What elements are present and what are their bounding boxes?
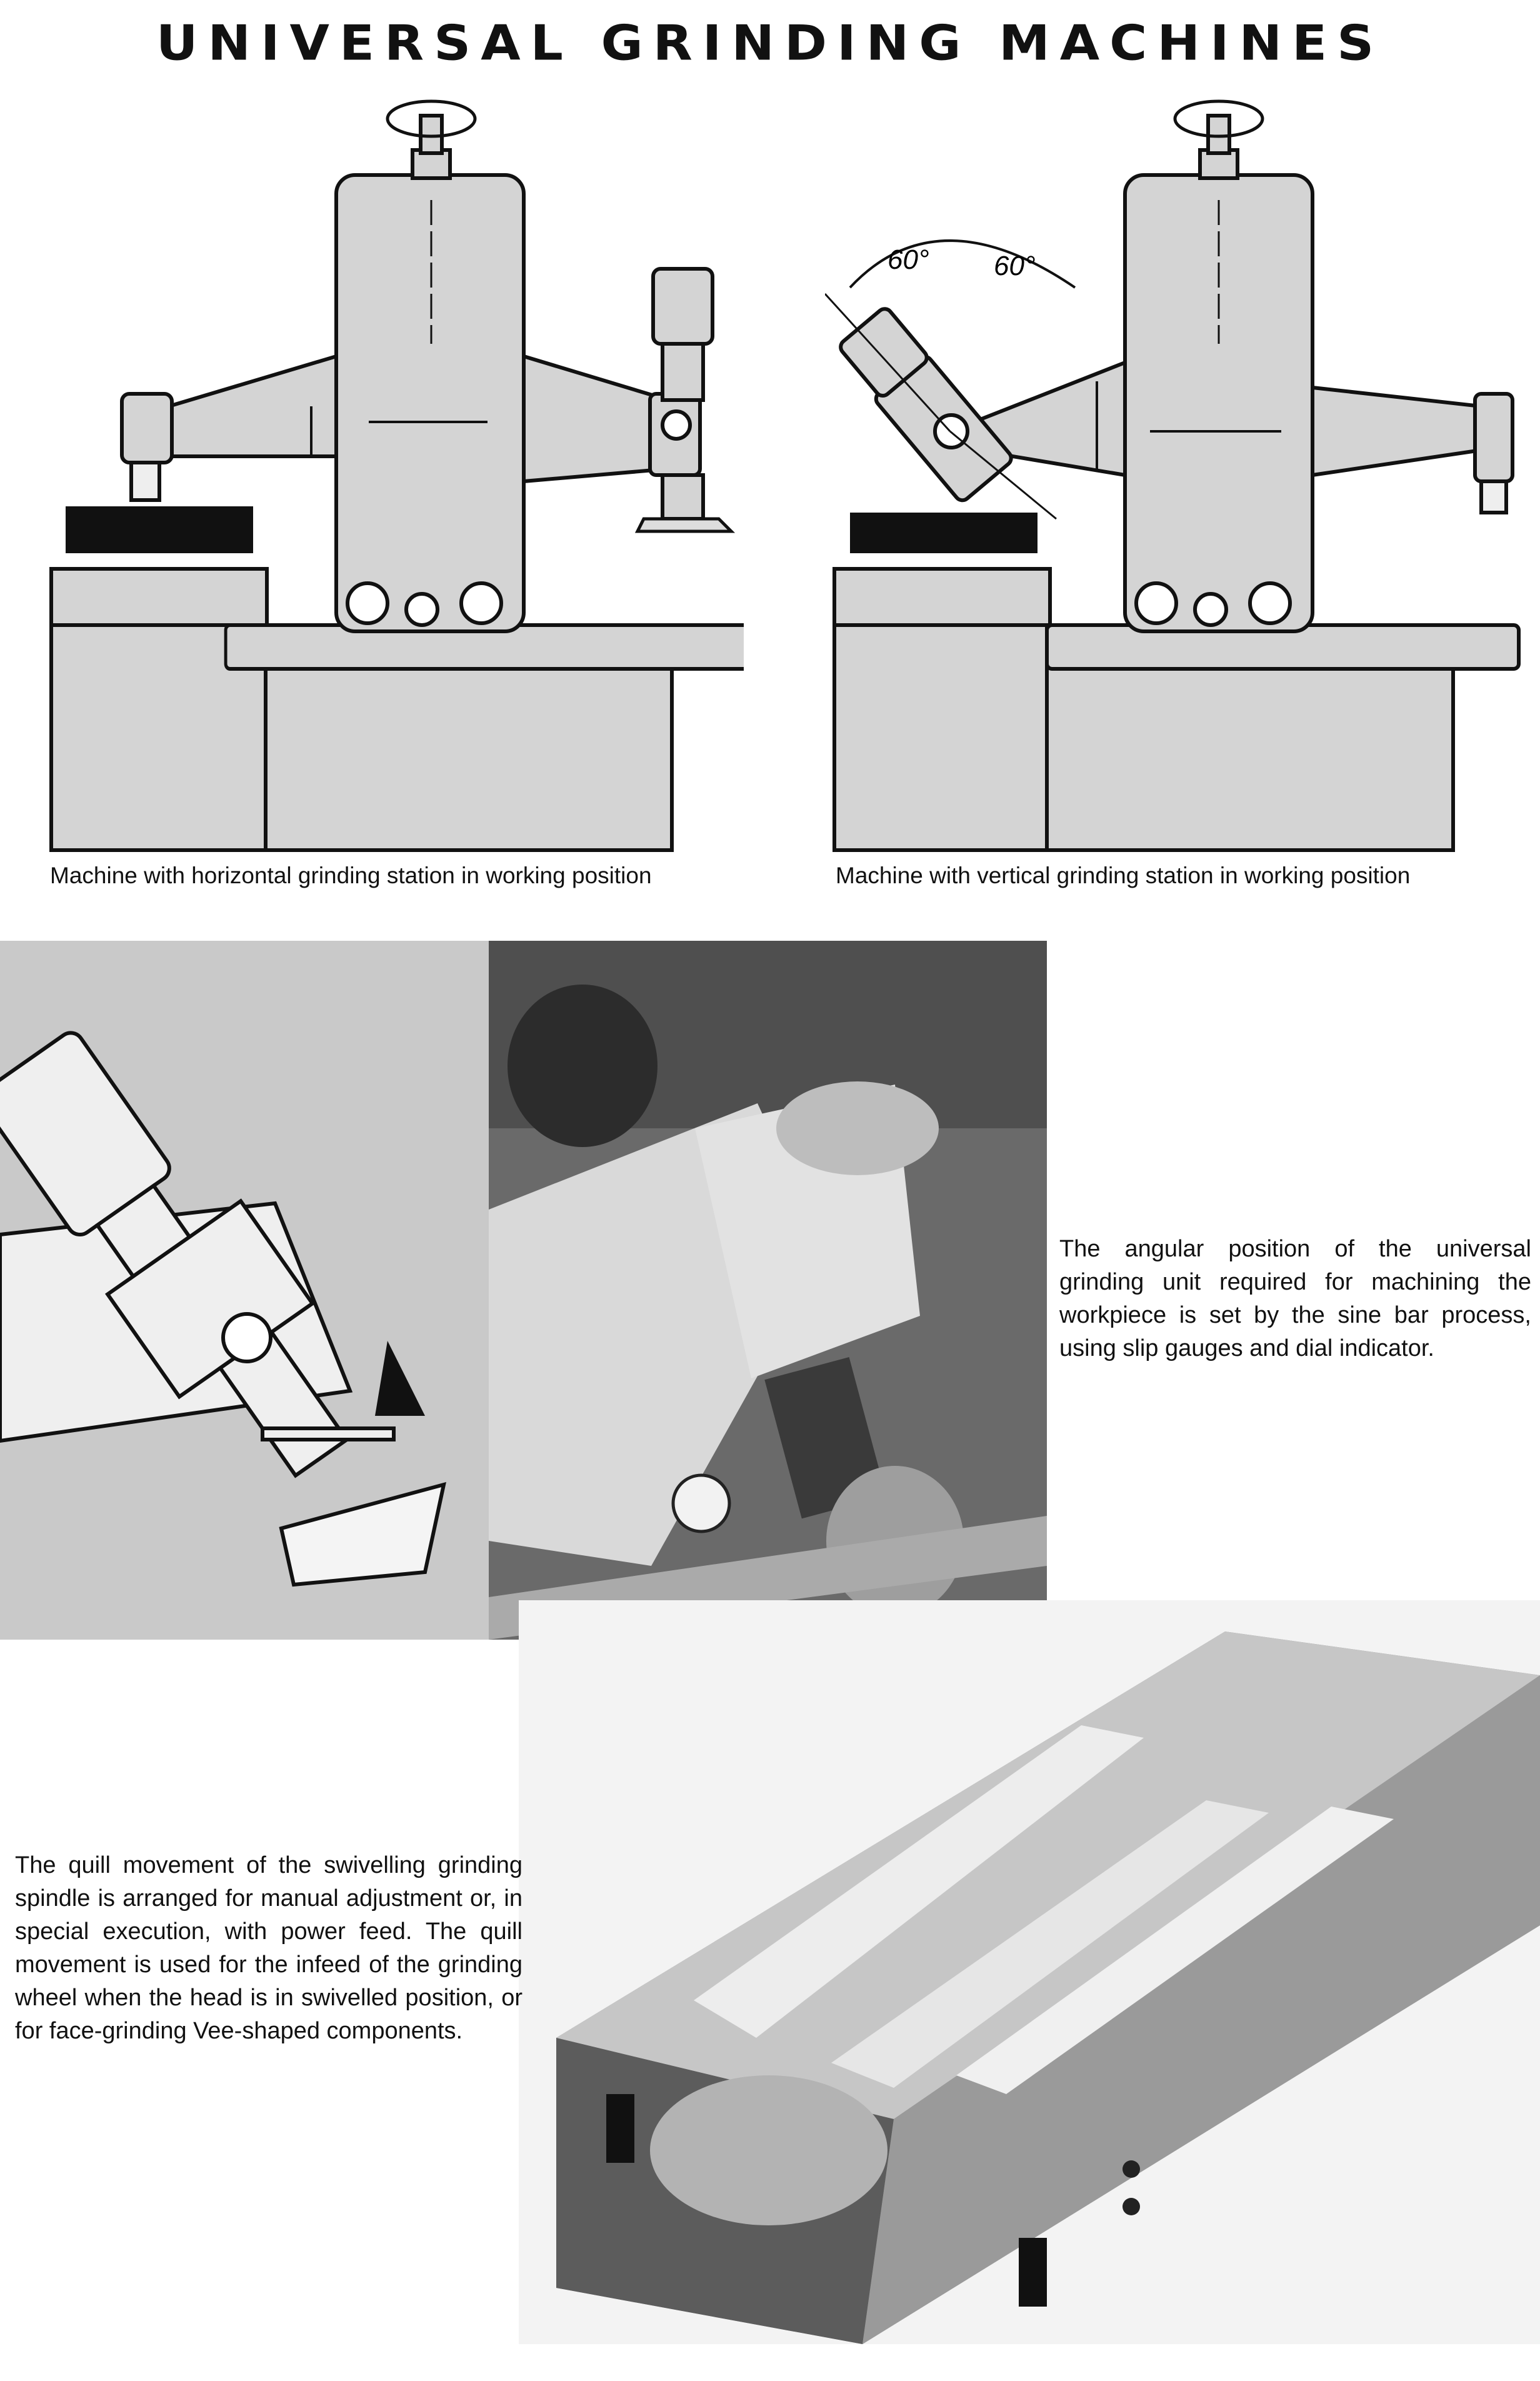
horizontal-station-diagram bbox=[49, 99, 744, 852]
angle-label-right: 60° bbox=[994, 251, 1036, 281]
horizontal-station-caption: Machine with horizontal grinding station… bbox=[50, 863, 652, 888]
vertical-station-caption: Machine with vertical grinding station i… bbox=[836, 863, 1411, 888]
machine-bed-photo bbox=[519, 1600, 1540, 2344]
quill-movement-description: The quill movement of the swivelling gri… bbox=[15, 1852, 522, 2044]
vertical-station-diagram: 60° 60° bbox=[825, 99, 1521, 852]
grinding-head-photo bbox=[489, 941, 1047, 1640]
swivel-head-drawing bbox=[0, 941, 489, 1640]
page-title: UNIVERSAL GRINDING MACHINES bbox=[156, 15, 1384, 72]
sine-bar-description: The angular position of the universal gr… bbox=[1059, 1236, 1531, 1361]
angle-label-left: 60° bbox=[888, 244, 929, 275]
